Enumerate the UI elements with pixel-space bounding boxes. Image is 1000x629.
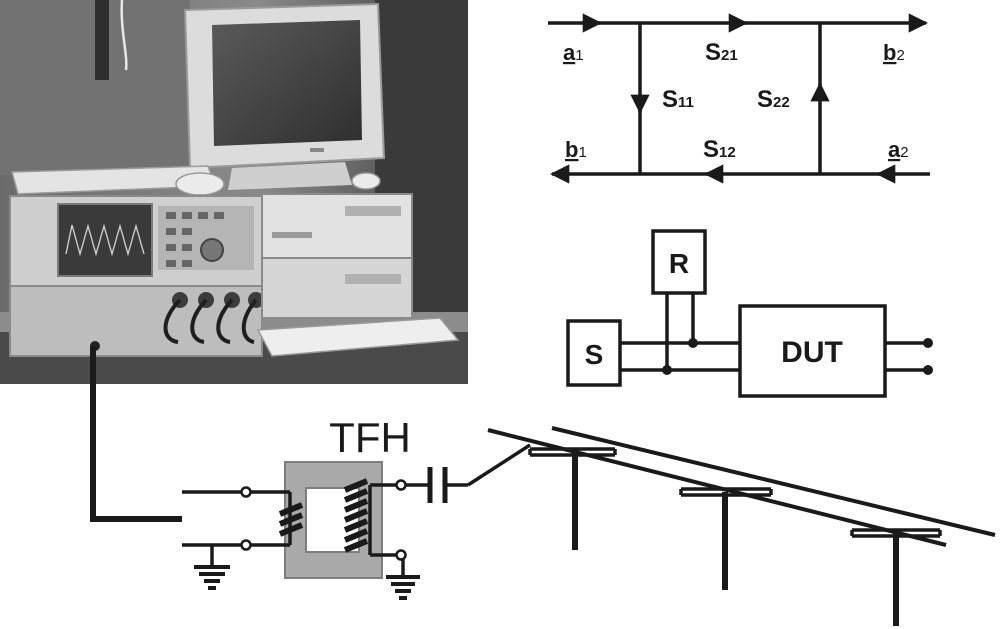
block-diagram xyxy=(566,229,933,398)
source-label: S xyxy=(585,339,604,370)
receiver-block xyxy=(651,229,707,295)
source-block xyxy=(566,319,622,387)
dut-block xyxy=(738,304,887,398)
dut-label: DUT xyxy=(781,336,843,369)
conductor-2 xyxy=(551,426,996,537)
signal-flow-graph xyxy=(548,13,930,184)
ground-symbol-2 xyxy=(386,575,420,600)
coupling-wiring xyxy=(182,443,531,575)
label-s21: S21 xyxy=(705,39,738,66)
crt-monitor xyxy=(183,2,386,190)
instrument-photo xyxy=(0,0,468,384)
label-b1: b1 xyxy=(565,137,587,162)
label-s11: S11 xyxy=(662,86,694,113)
pc-tower xyxy=(261,193,413,319)
terminal-nodes xyxy=(240,479,407,561)
label-b2: b2 xyxy=(883,40,905,65)
test-cable xyxy=(90,346,182,522)
label-s12: S12 xyxy=(703,136,736,163)
transformer-label: TFH xyxy=(329,414,411,461)
label-s22: S22 xyxy=(757,86,790,113)
network-analyzer xyxy=(9,195,264,357)
receiver-label: R xyxy=(669,248,689,279)
transformer xyxy=(278,461,383,579)
power-line xyxy=(487,426,996,626)
label-a1: a1 xyxy=(563,40,584,65)
ground-symbol xyxy=(194,565,230,590)
label-a2: a2 xyxy=(888,137,909,162)
